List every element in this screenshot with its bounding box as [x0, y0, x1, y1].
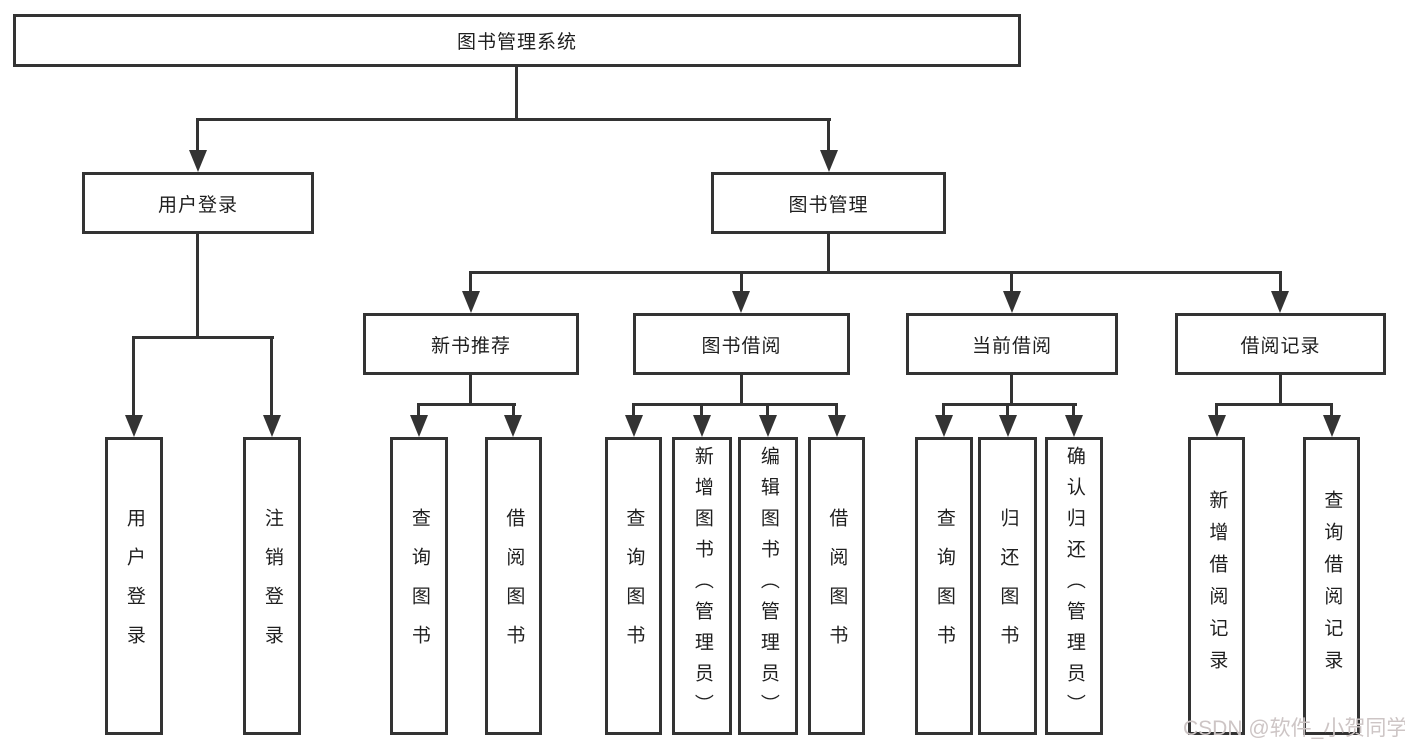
node-leaf-borrow-books: 借阅图书	[485, 437, 542, 735]
node-label: 新增图书（管理员）	[691, 446, 713, 725]
connector-stub	[1330, 403, 1333, 418]
node-label: 借阅图书	[826, 508, 848, 664]
node-label: 当前借阅	[971, 335, 1052, 357]
node-book-borrowing: 图书借阅	[633, 313, 850, 375]
node-leaf-query-books: 查询图书	[390, 437, 448, 735]
connector-stub	[1215, 403, 1218, 418]
arrowhead-down-icon	[759, 415, 777, 437]
node-leaf-edit-books-admin: 编辑图书（管理员）	[738, 437, 798, 735]
arrowhead-down-icon	[410, 415, 428, 437]
connector-trunk	[469, 373, 472, 406]
arrowhead-down-icon	[189, 150, 207, 172]
arrowhead-down-icon	[462, 291, 480, 313]
connector-stub	[1010, 271, 1013, 294]
csdn-watermark: CSDN @软件_小贺同学	[1183, 717, 1405, 740]
node-leaf-query-books: 查询图书	[915, 437, 973, 735]
node-leaf-query-books: 查询图书	[605, 437, 662, 735]
node-label: 注销登录	[261, 508, 283, 664]
arrowhead-down-icon	[1065, 415, 1083, 437]
connector-stub	[469, 271, 472, 294]
node-leaf-borrow-books: 借阅图书	[808, 437, 865, 735]
node-label: 查询借阅记录	[1321, 490, 1343, 682]
connector-stub	[1006, 403, 1009, 418]
arrowhead-down-icon	[263, 415, 281, 437]
node-label: 图书管理系统	[456, 32, 577, 53]
node-borrowing-records: 借阅记录	[1175, 313, 1386, 375]
arrowhead-down-icon	[1208, 415, 1226, 437]
arrowhead-down-icon	[1271, 291, 1289, 313]
node-label: 图书管理	[788, 194, 869, 216]
arrowhead-down-icon	[732, 291, 750, 313]
node-label: 查询图书	[408, 508, 430, 664]
arrowhead-down-icon	[828, 415, 846, 437]
connector-stub	[1279, 271, 1282, 294]
arrowhead-down-icon	[1003, 291, 1021, 313]
connector-stub	[740, 271, 743, 294]
connector-hbar	[942, 403, 1077, 406]
node-new-book-recommendation: 新书推荐	[363, 313, 579, 375]
node-leaf-user-login: 用户登录	[105, 437, 163, 735]
arrowhead-down-icon	[820, 150, 838, 172]
node-label: 新书推荐	[430, 335, 511, 357]
connector-stub	[270, 336, 273, 417]
node-leaf-query-borrow-record: 查询借阅记录	[1303, 437, 1360, 735]
node-library-system: 图书管理系统	[13, 14, 1021, 67]
connector-root-hbar	[196, 118, 831, 121]
node-book-management: 图书管理	[711, 172, 946, 234]
arrowhead-down-icon	[125, 415, 143, 437]
connector-stub-user-login	[196, 118, 199, 152]
connector-hbar	[417, 403, 516, 406]
node-label: 新增借阅记录	[1206, 490, 1228, 682]
connector-login-hbar	[132, 336, 274, 339]
connector-mgmt-trunk	[827, 232, 830, 274]
node-label: 用户登录	[123, 508, 145, 664]
connector-stub	[632, 403, 635, 418]
node-label: 借阅图书	[503, 508, 525, 664]
node-leaf-logout: 注销登录	[243, 437, 301, 735]
connector-mgmt-hbar	[469, 271, 1282, 274]
connector-trunk	[740, 373, 743, 406]
connector-stub	[1072, 403, 1075, 418]
connector-stub-book-management	[827, 118, 830, 152]
node-label: 图书借阅	[701, 335, 782, 357]
node-leaf-confirm-return-admin: 确认归还（管理员）	[1045, 437, 1103, 735]
connector-stub	[417, 403, 420, 418]
connector-stub	[132, 336, 135, 417]
node-label: 编辑图书（管理员）	[757, 446, 779, 725]
arrowhead-down-icon	[935, 415, 953, 437]
node-label: 借阅记录	[1240, 335, 1321, 357]
node-label: 查询图书	[933, 508, 955, 664]
node-label: 归还图书	[997, 508, 1019, 664]
arrowhead-down-icon	[504, 415, 522, 437]
node-label: 查询图书	[623, 508, 645, 664]
node-leaf-add-books-admin: 新增图书（管理员）	[672, 437, 732, 735]
arrowhead-down-icon	[693, 415, 711, 437]
connector-hbar	[632, 403, 838, 406]
connector-stub	[835, 403, 838, 418]
node-label: 确认归还（管理员）	[1063, 446, 1085, 725]
node-leaf-return-books: 归还图书	[978, 437, 1037, 735]
connector-root-trunk	[515, 66, 518, 120]
arrowhead-down-icon	[625, 415, 643, 437]
connector-trunk	[1279, 373, 1282, 406]
node-user-login: 用户登录	[82, 172, 314, 234]
arrowhead-down-icon	[1323, 415, 1341, 437]
connector-stub	[512, 403, 515, 418]
connector-hbar	[1215, 403, 1333, 406]
node-label: 用户登录	[157, 194, 238, 216]
connector-trunk	[1010, 373, 1013, 406]
arrowhead-down-icon	[999, 415, 1017, 437]
connector-stub	[942, 403, 945, 418]
connector-stub	[700, 403, 703, 418]
node-current-borrowing: 当前借阅	[906, 313, 1118, 375]
connector-stub	[766, 403, 769, 418]
connector-login-trunk	[196, 232, 199, 338]
node-leaf-add-borrow-record: 新增借阅记录	[1188, 437, 1245, 735]
